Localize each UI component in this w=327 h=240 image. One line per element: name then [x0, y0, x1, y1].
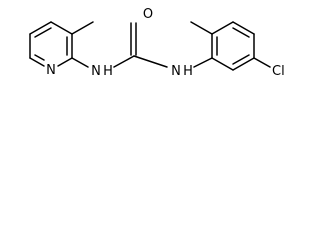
bond-c2-nh1 [71, 57, 89, 68]
amine-n2-label: N [171, 64, 181, 79]
bond-carbonyl-nh2 [133, 55, 168, 68]
bond-n1-c2 [57, 57, 73, 67]
bond-c6-n1 [29, 57, 45, 67]
double-bond-c4-c5 [34, 27, 52, 38]
bond-c3-c4 [50, 21, 73, 35]
bond-b6-b1 [211, 57, 234, 71]
bond-b5-b6 [232, 57, 255, 71]
bond-b2-b3 [211, 21, 234, 35]
benzene-ring [211, 21, 255, 71]
chlorine-label: Cl [272, 64, 285, 79]
amine-h1-label: H [103, 64, 113, 79]
bond-b3-b4 [232, 21, 255, 35]
amine-n1-label: N [91, 64, 101, 79]
double-bond-b3-b4 [232, 27, 250, 38]
double-bond-b5-b6 [232, 54, 250, 65]
pyridine-nitrogen-label: N [46, 63, 56, 78]
amine-h2-label: H [183, 64, 193, 79]
chemical-structure: N N H O N H Cl [29, 7, 285, 79]
pyridine-methyl-bond [71, 21, 94, 35]
bond-c4-c5 [29, 21, 52, 35]
pyridine-ring [29, 21, 73, 67]
bond-benzene-chlorine [253, 57, 271, 68]
bond-nh1-carbonyl [113, 55, 135, 68]
double-bond-c6-n1 [34, 54, 45, 61]
bond-nh2-benzene [193, 57, 213, 68]
benzene-methyl-bond [190, 21, 213, 35]
carbonyl-oxygen-label: O [143, 7, 153, 22]
